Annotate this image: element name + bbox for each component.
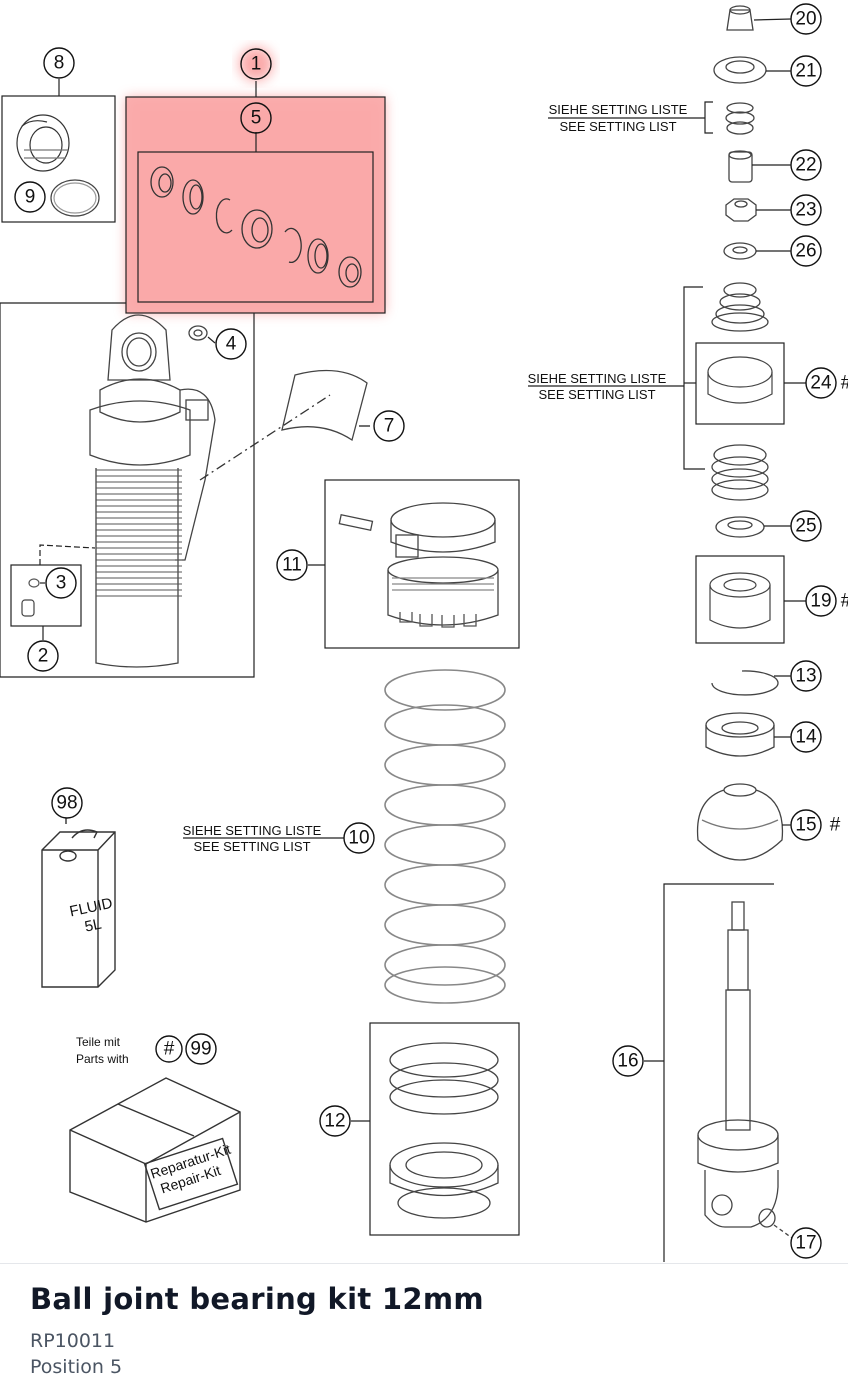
callout-4[interactable]: 4 — [226, 334, 237, 355]
item-11-box — [308, 479, 520, 649]
callout-99[interactable]: 99 — [190, 1039, 211, 1060]
shock-spring-thread — [96, 469, 182, 597]
callout-16[interactable]: 16 — [617, 1051, 638, 1072]
callout-98[interactable]: 98 — [56, 793, 77, 814]
item-12-drawing — [389, 1042, 499, 1219]
item-11-drawing — [338, 502, 499, 628]
parts-with-note: Teile mit Parts with — [76, 1035, 129, 1066]
hash-marker-24: # — [841, 373, 848, 394]
callout-11[interactable]: 11 — [282, 555, 302, 576]
callout-8[interactable]: 8 — [54, 53, 65, 74]
hash-marker-19: # — [841, 591, 848, 612]
fluid-volume: 5L — [83, 916, 103, 936]
part-info-panel: Ball joint bearing kit 12mm RP10011 Posi… — [0, 1263, 848, 1391]
callout-2[interactable]: 2 — [38, 646, 49, 667]
item-7-heat-shield — [199, 369, 370, 481]
callout-13[interactable]: 13 — [795, 666, 816, 687]
setting-notes: SIEHE SETTING LISTE SEE SETTING LIST SIE… — [183, 102, 688, 854]
item-99-repair-kit-box — [69, 1077, 241, 1223]
note-parts-with: Parts with — [76, 1052, 129, 1066]
callout-9[interactable]: 9 — [25, 187, 36, 208]
shock-body-drawing — [89, 314, 216, 668]
callout-leaders — [752, 18, 792, 826]
shock-body-box — [0, 302, 255, 678]
ball-joint-kit-parts — [150, 166, 362, 288]
setting-list-brackets — [528, 101, 713, 470]
note-teile-mit: Teile mit — [76, 1035, 121, 1049]
right-column-parts — [696, 5, 784, 861]
item-98-fluid-can — [41, 818, 116, 988]
part-position: Position 5 — [30, 1356, 123, 1378]
callout-21[interactable]: 21 — [795, 61, 816, 82]
callout-23[interactable]: 23 — [795, 200, 816, 221]
callout-24[interactable]: 24 — [810, 373, 832, 394]
callout-26[interactable]: 26 — [795, 241, 816, 262]
item-19-box — [695, 555, 806, 644]
callout-19[interactable]: 19 — [810, 591, 831, 612]
note-see-2: SEE SETTING LIST — [538, 387, 655, 402]
callout-17[interactable]: 17 — [795, 1233, 816, 1254]
item-16-box — [644, 883, 774, 1262]
note-see-1: SEE SETTING LIST — [559, 119, 676, 134]
item-24-box — [695, 342, 806, 425]
callout-25[interactable]: 25 — [795, 516, 816, 537]
note-see-3: SEE SETTING LIST — [193, 839, 310, 854]
callout-1[interactable]: 1 — [251, 54, 262, 75]
part-code: RP10011 — [30, 1330, 116, 1352]
exploded-parts-diagram: 1 5 8 9 4 7 3 2 11 10 98 99 # 12 20 21 2… — [0, 3, 848, 1262]
callout-numbers: 1 5 8 9 4 7 3 2 11 10 98 99 # 12 20 21 2… — [25, 9, 848, 1254]
callout-22[interactable]: 22 — [795, 155, 816, 176]
hash-marker-15: # — [830, 815, 841, 836]
note-siehe-3: SIEHE SETTING LISTE — [183, 823, 322, 838]
item-12-box — [351, 1022, 520, 1236]
callout-10[interactable]: 10 — [348, 828, 369, 849]
note-siehe-2: SIEHE SETTING LISTE — [528, 371, 667, 386]
callout-7[interactable]: 7 — [384, 416, 395, 437]
item-10-spring — [384, 669, 506, 1004]
callout-20[interactable]: 20 — [795, 9, 816, 30]
item-4-leader — [207, 336, 216, 344]
note-siehe-1: SIEHE SETTING LISTE — [549, 102, 688, 117]
callout-3[interactable]: 3 — [56, 573, 67, 594]
part-title: Ball joint bearing kit 12mm — [30, 1282, 484, 1316]
hash-marker-99: # — [164, 1039, 175, 1060]
item-16-piston-rod — [697, 901, 793, 1239]
callout-12[interactable]: 12 — [324, 1111, 345, 1132]
item-2-3-box — [10, 544, 96, 640]
ball-joint-kit-box — [125, 81, 386, 314]
callout-15[interactable]: 15 — [795, 815, 816, 836]
callout-5[interactable]: 5 — [251, 108, 262, 129]
callout-circles — [14, 3, 837, 1259]
item-8-9-box — [1, 79, 116, 223]
callout-14[interactable]: 14 — [795, 727, 817, 748]
